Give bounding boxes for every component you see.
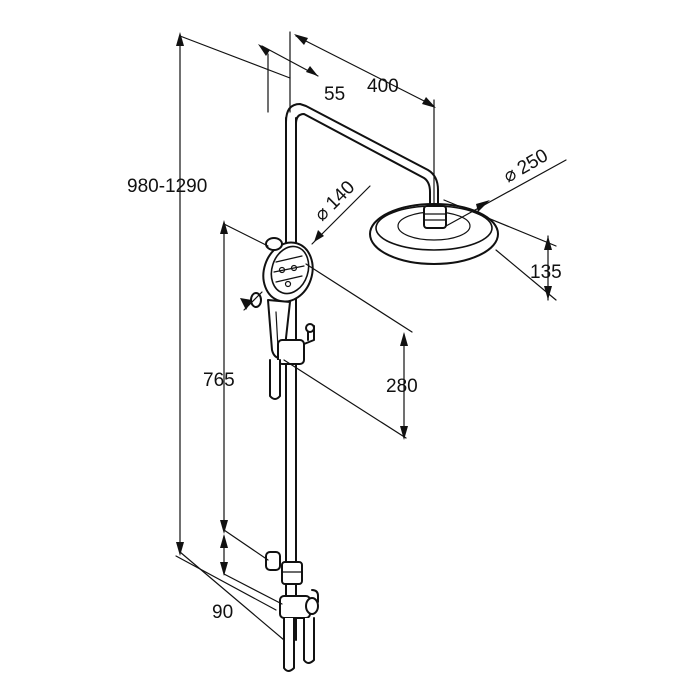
diverter-mixer (279, 589, 319, 672)
slider-holder (277, 323, 315, 365)
label-total-height: 980-1290 (127, 176, 207, 197)
label-arm-projection: 400 (367, 76, 399, 97)
hand-shower (250, 237, 314, 359)
label-hand-height: 280 (386, 376, 418, 397)
label-head-height: 135 (530, 262, 562, 283)
shower-hose (269, 359, 281, 400)
dim-arm-offset (258, 31, 319, 113)
dim-hand-height (283, 263, 413, 440)
dimension-lines (175, 31, 567, 641)
dim-hand-diameter (240, 185, 371, 311)
dim-head-height (443, 199, 557, 301)
label-hand-diameter: 140 (322, 177, 359, 214)
shower-assembly (250, 103, 499, 672)
dim-head-diameter (445, 159, 567, 227)
dim-total-height (176, 32, 291, 641)
label-rail-length: 765 (203, 370, 235, 391)
dim-arm-projection (294, 34, 436, 207)
shower-arm (285, 103, 439, 209)
dimension-labels: 980-1290 765 90 55 400 ⌀ 250 135 ⌀ 140 2… (127, 76, 562, 623)
dim-rail-length (220, 220, 269, 561)
label-arm-offset: 55 (324, 84, 345, 105)
label-head-diameter: 250 (514, 145, 552, 179)
label-bottom-offset: 90 (212, 602, 233, 623)
lower-wall-bracket (265, 551, 303, 585)
label-head-diameter-group: ⌀ 250 (500, 145, 552, 187)
overhead-rain-shower-head (369, 203, 499, 265)
label-hand-diameter-group: ⌀ 140 (311, 177, 360, 226)
dim-bottom-offset (175, 534, 283, 611)
riser-rail (285, 117, 297, 641)
